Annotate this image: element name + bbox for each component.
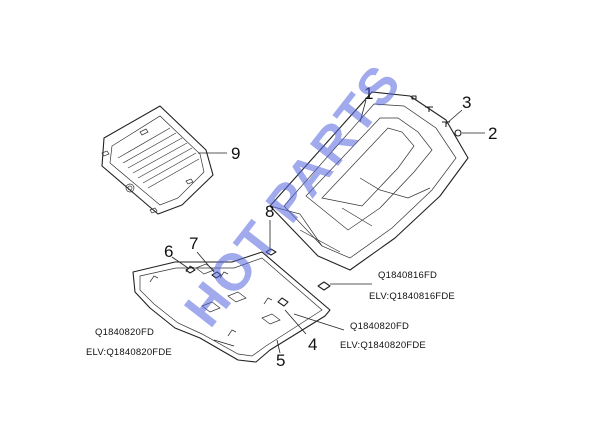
callout-2: 2 <box>488 124 497 143</box>
code-middle-elv: ELV:Q1840820FDE <box>340 340 426 351</box>
callout-6: 6 <box>164 242 173 261</box>
callout-4: 4 <box>308 335 317 354</box>
part-1-main-floor-mat <box>269 91 469 271</box>
part-3-screw <box>411 95 463 127</box>
leader-left-code <box>213 339 235 347</box>
part-6-clip <box>171 256 196 274</box>
code-left-primary: Q1840820FD <box>95 327 154 338</box>
code-middle-primary: Q1840820FD <box>350 321 409 332</box>
part-5-floor-panel <box>132 251 331 363</box>
connector-right <box>317 281 331 291</box>
callout-7: 7 <box>189 234 198 253</box>
callout-9: 9 <box>231 144 240 163</box>
part-7-clip <box>196 251 222 279</box>
code-right-elv: ELV:Q1840816FDE <box>369 291 455 302</box>
callout-8: 8 <box>265 202 274 221</box>
part-4-bracket <box>277 297 307 335</box>
code-right-primary: Q1840816FD <box>378 270 437 281</box>
leader-middle-code <box>293 313 345 331</box>
code-left-elv: ELV:Q1840820FDE <box>86 347 172 358</box>
callout-1: 1 <box>364 84 373 103</box>
part-9-floor-mat <box>101 105 227 215</box>
part-2-clip <box>454 129 485 137</box>
callout-5: 5 <box>276 351 285 370</box>
part-8-clip <box>265 220 277 256</box>
callout-3: 3 <box>462 93 471 112</box>
